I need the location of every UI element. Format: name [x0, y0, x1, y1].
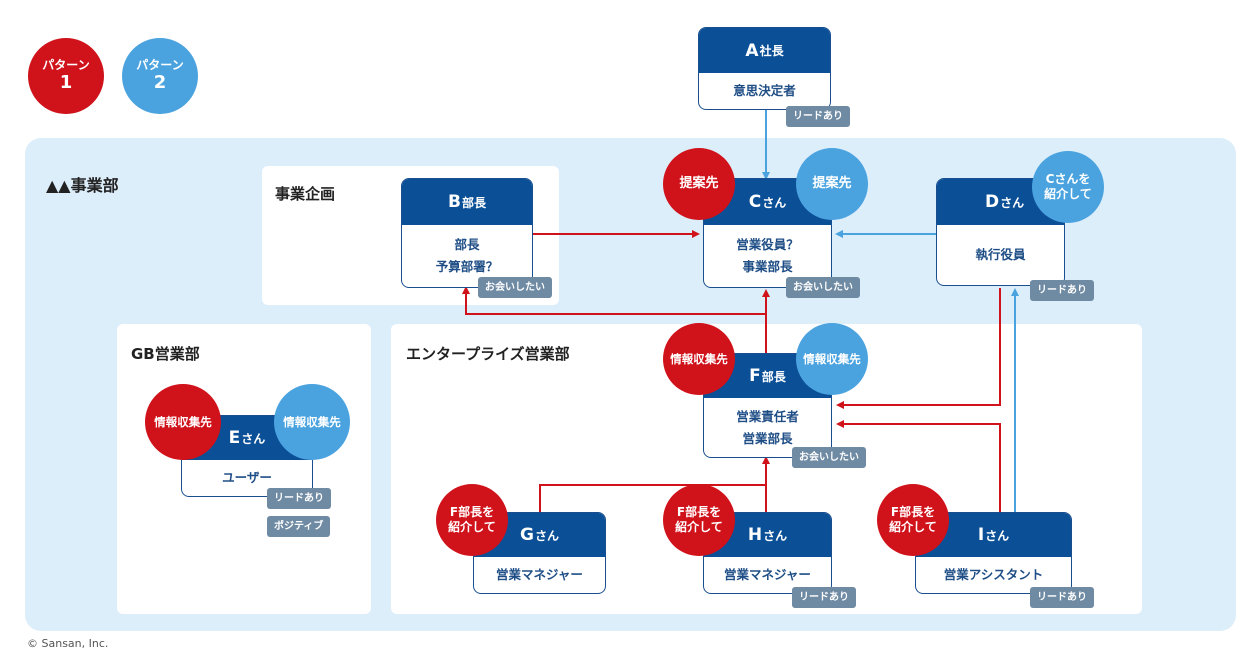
badge-d-lead: リードあり	[1030, 280, 1094, 301]
card-a-role: 意思決定者	[733, 83, 796, 99]
badge-i-lead: リードあり	[1030, 587, 1094, 608]
circle-c-proposal-1: 提案先	[663, 148, 735, 220]
planning-panel-title: 事業企画	[275, 185, 336, 203]
circle-g-introduce-f: F部長を 紹介して	[436, 484, 508, 556]
circle-h-introduce-f: F部長を 紹介して	[663, 484, 735, 556]
circle-f-info-1: 情報収集先	[663, 323, 735, 395]
card-d-letter: D	[985, 192, 1000, 212]
card-h-title: さん	[763, 528, 788, 543]
copyright: © Sansan, Inc.	[27, 637, 109, 650]
card-f-letter: F	[749, 366, 761, 386]
card-e-title: さん	[241, 431, 266, 446]
card-i-role: 営業アシスタント	[943, 567, 1044, 583]
card-g-letter: G	[520, 525, 534, 545]
division-title: ▲▲事業部	[46, 176, 119, 195]
card-f-role-1: 営業責任者	[736, 408, 799, 424]
card-h-role: 営業マネジャー	[724, 567, 811, 583]
card-f-title: 部長	[761, 369, 786, 384]
badge-e-lead: リードあり	[267, 488, 331, 509]
card-c-role-1: 営業役員？	[736, 237, 799, 253]
circle-d-introduce-c: Cさんを 紹介して	[1032, 151, 1104, 223]
card-b-title: 部長	[461, 195, 486, 210]
card-b-role-1: 部長	[454, 237, 480, 253]
badge-a-lead: リードあり	[786, 106, 850, 127]
circle-i-line-1: F部長を	[890, 505, 936, 519]
legend-pattern-1: パターン 1	[28, 38, 104, 114]
card-e-letter: E	[228, 428, 241, 448]
circle-f-info-2: 情報収集先	[796, 323, 868, 395]
circle-g-line-2: 紹介して	[448, 520, 496, 534]
badge-h-lead: リードあり	[792, 587, 856, 608]
card-i-letter: I	[977, 525, 985, 545]
legend-pattern-2-label: パターン	[136, 57, 184, 72]
card-c-letter: C	[748, 192, 762, 212]
circle-i-line-2: 紹介して	[889, 520, 937, 534]
circle-e-info-1: 情報収集先	[145, 384, 221, 460]
legend-pattern-1-label: パターン	[42, 57, 90, 72]
card-b-letter: B	[448, 192, 461, 212]
card-c-role-2: 事業部長	[742, 259, 793, 274]
card-f-role-2: 営業部長	[742, 430, 793, 446]
badge-f-meet: お会いしたい	[792, 447, 866, 468]
badge-c-meet: お会いしたい	[786, 277, 860, 298]
line-f-to-b	[462, 286, 766, 315]
circle-h-line-2: 紹介して	[675, 520, 723, 534]
line-i-to-f	[836, 420, 1001, 512]
card-b-role-2: 予算部署？	[435, 259, 499, 274]
circle-i-introduce-f: F部長を 紹介して	[877, 484, 949, 556]
legend-pattern-1-number: 1	[59, 71, 73, 93]
badge-b-meet: お会いしたい	[478, 277, 552, 298]
card-a-letter: A	[745, 40, 759, 61]
circle-g-line-1: F部長を	[449, 505, 495, 519]
card-d-title: さん	[1000, 195, 1025, 210]
gb-sales-panel-title: GB営業部	[131, 345, 200, 363]
legend-pattern-2: パターン 2	[122, 38, 198, 114]
enterprise-sales-panel-title: エンタープライズ営業部	[406, 345, 570, 363]
circle-d-line-1: Cさんを	[1045, 172, 1091, 186]
circle-h-line-1: F部長を	[676, 505, 722, 519]
card-g-title: さん	[534, 528, 559, 543]
circle-e-info-2: 情報収集先	[274, 384, 350, 460]
circle-d-line-2: 紹介して	[1044, 187, 1092, 201]
card-c-title: さん	[762, 195, 787, 210]
card-a-title: 社長	[759, 44, 784, 58]
line-d-to-f	[836, 288, 1001, 409]
legend-pattern-2-number: 2	[153, 71, 167, 93]
card-d-role: 執行役員	[975, 247, 1026, 263]
card-i-title: さん	[985, 528, 1010, 543]
card-g-role: 営業マネジャー	[496, 567, 583, 583]
card-e-role: ユーザー	[222, 470, 272, 486]
card-h-letter: H	[747, 525, 763, 545]
circle-c-proposal-2: 提案先	[796, 148, 868, 220]
badge-e-positive: ポジティブ	[267, 516, 331, 537]
